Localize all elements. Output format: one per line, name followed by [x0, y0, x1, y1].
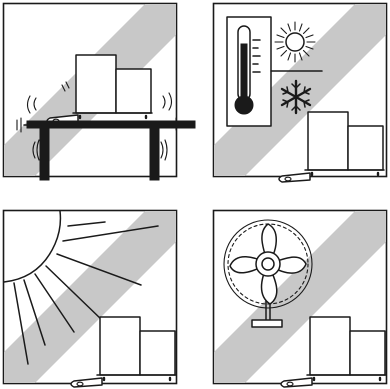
vibrating-table-icon	[16, 53, 196, 181]
prohibition-stripe	[214, 211, 386, 383]
prohibition-stripe	[214, 4, 386, 176]
thermometer-sun-snowflake-icon	[226, 16, 386, 183]
direct-sunlight-icon	[3, 210, 178, 388]
panel-vibration	[2, 2, 196, 181]
panel-draft	[212, 209, 388, 388]
panel-temperature	[212, 2, 388, 183]
prohibition-stripe	[4, 211, 176, 383]
panel-sunlight	[2, 209, 178, 388]
electric-fan-icon	[223, 219, 388, 388]
